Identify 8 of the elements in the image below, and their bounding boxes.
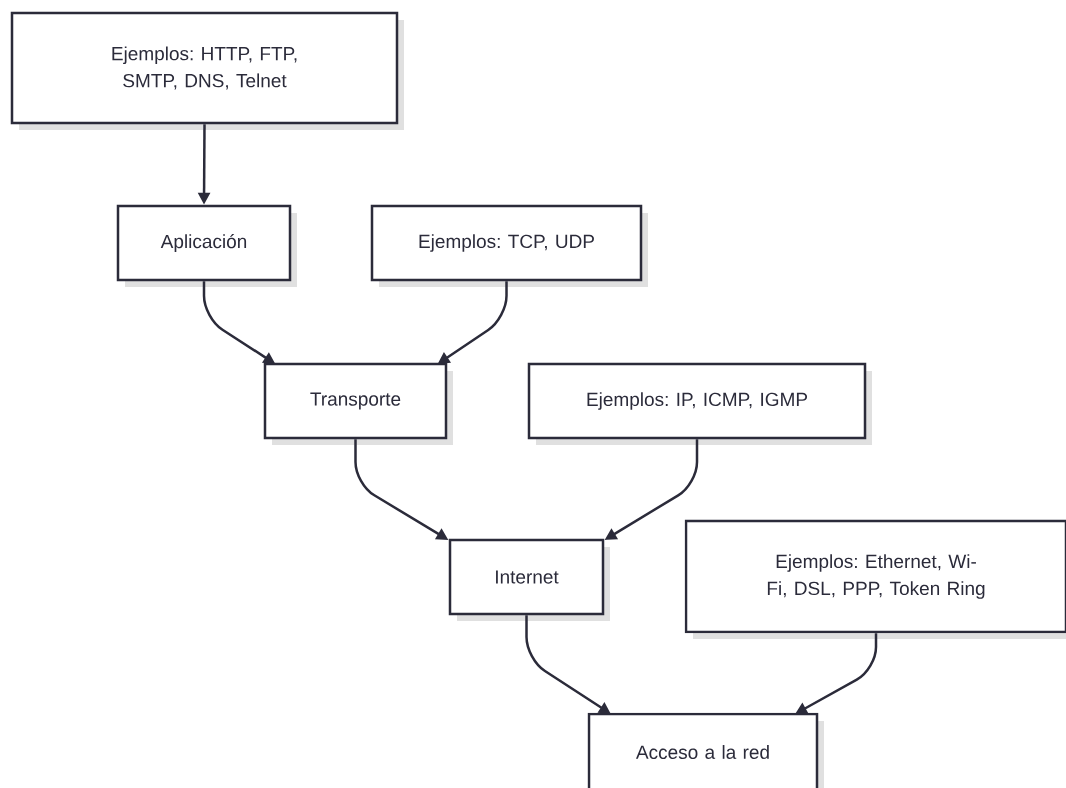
layer-box: Ejemplos: IP, ICMP, IGMP <box>527 362 872 445</box>
layer-box: Ejemplos: HTTP, FTP, SMTP, DNS, Telnet <box>10 11 404 130</box>
layer-box: Ejemplos: TCP, UDP <box>370 204 648 287</box>
layer-box: Acceso a la red <box>587 712 824 788</box>
layer-box: Aplicación <box>116 204 297 287</box>
layer-box: Transporte <box>263 362 453 445</box>
layer-box: Internet <box>448 538 610 621</box>
layer-box: Ejemplos: Ethernet, Wi-Fi, DSL, PPP, Token Ring <box>684 519 1066 639</box>
